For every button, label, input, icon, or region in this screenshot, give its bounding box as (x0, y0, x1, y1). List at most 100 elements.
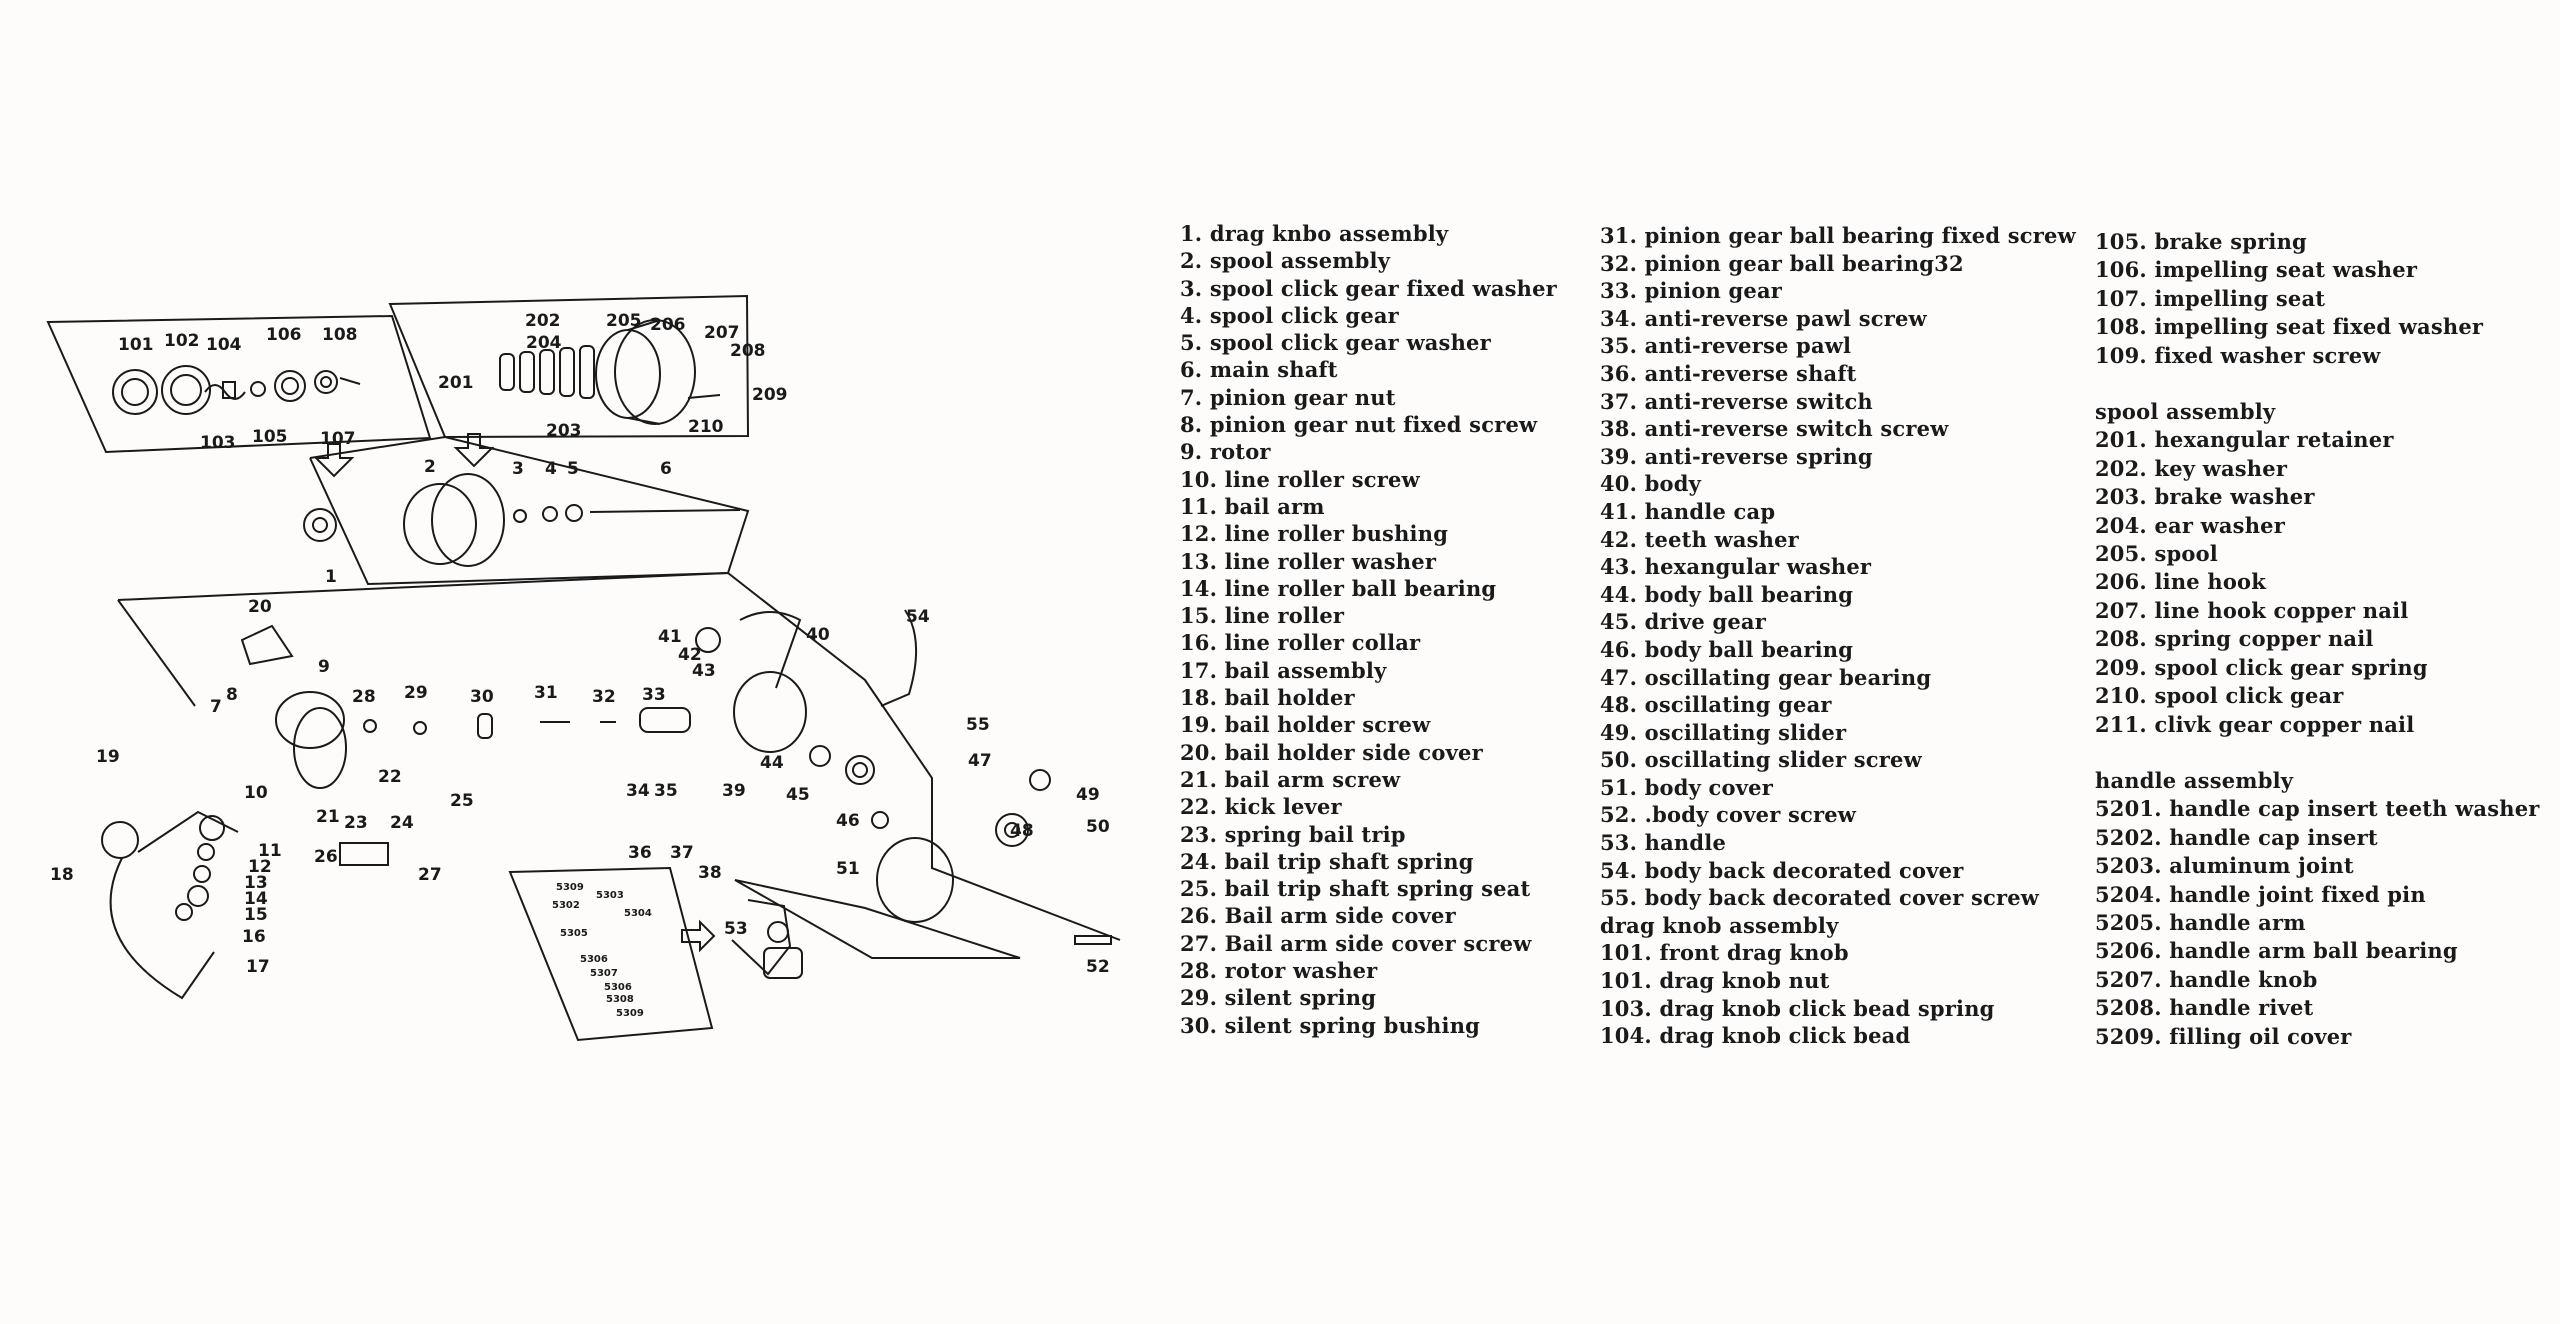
part-entry: 38. anti-reverse switch screw (1600, 416, 1949, 442)
svg-text:9: 9 (318, 657, 330, 677)
part-entry: 49. oscillating slider (1600, 719, 1847, 745)
svg-text:202: 202 (525, 311, 561, 331)
svg-text:206: 206 (650, 315, 686, 335)
part-entry: 108. impelling seat fixed washer (2095, 314, 2484, 340)
part-entry: 34. anti-reverse pawl screw (1600, 305, 1927, 331)
svg-text:54: 54 (906, 607, 930, 627)
section-heading: drag knob assembly (1600, 912, 1839, 938)
part-entry: 5203. aluminum joint (2095, 853, 2354, 879)
part-entry: 48. oscillating gear (1600, 692, 1832, 718)
svg-text:41: 41 (658, 627, 682, 647)
svg-text:5305: 5305 (560, 928, 588, 939)
shaft-row-frame (309, 435, 750, 586)
svg-text:34: 34 (626, 781, 650, 801)
part-entry: 22. kick lever (1180, 794, 1342, 820)
svg-text:22: 22 (378, 767, 402, 787)
part-entry: 37. anti-reverse switch (1600, 388, 1873, 414)
part-entry: 4. spool click gear (1180, 302, 1399, 328)
svg-text:5309: 5309 (616, 1008, 644, 1019)
svg-text:18: 18 (50, 865, 74, 885)
part-entry: 54. body back decorated cover (1600, 857, 1964, 883)
handle-inset-panel (508, 866, 714, 1042)
spool-assembly-panel (388, 294, 750, 439)
part-entry: 32. pinion gear ball bearing32 (1600, 250, 1964, 276)
part-entry: 27. Bail arm side cover screw (1180, 930, 1532, 956)
svg-text:6: 6 (660, 459, 672, 479)
part-entry: 7. pinion gear nut (1180, 384, 1396, 410)
part-entry: 5208. handle rivet (2095, 995, 2314, 1021)
svg-text:21: 21 (316, 807, 340, 827)
part-entry: 24. bail trip shaft spring (1180, 848, 1474, 874)
part-entry: 5202. handle cap insert (2095, 824, 2378, 850)
svg-text:27: 27 (418, 865, 442, 885)
part-entry: 2. spool assembly (1180, 248, 1391, 274)
part-entry: 5201. handle cap insert teeth washer (2095, 796, 2540, 822)
svg-text:207: 207 (704, 323, 740, 343)
svg-text:5302: 5302 (552, 900, 580, 911)
part-entry: 210. spool click gear (2095, 683, 2344, 709)
part-entry: 47. oscillating gear bearing (1600, 664, 1932, 690)
part-entry: 31. pinion gear ball bearing fixed screw (1600, 223, 2076, 248)
svg-text:33: 33 (642, 685, 666, 705)
part-entry: 52. .body cover screw (1600, 802, 1857, 828)
svg-text:40: 40 (806, 625, 830, 645)
svg-text:48: 48 (1010, 821, 1034, 841)
part-entry: 209. spool click gear spring (2095, 654, 2428, 680)
svg-text:5304: 5304 (624, 908, 652, 919)
part-entry: 204. ear washer (2095, 512, 2286, 538)
part-entry: 51. body cover (1600, 774, 1773, 800)
part-entry: 208. spring copper nail (2095, 626, 2374, 652)
part-entry: 5207. handle knob (2095, 966, 2318, 992)
part-entry: 25. bail trip shaft spring seat (1180, 876, 1531, 902)
svg-text:5309: 5309 (556, 882, 584, 893)
part-entry: 20. bail holder side cover (1180, 739, 1483, 765)
svg-text:49: 49 (1076, 785, 1100, 805)
svg-text:7: 7 (210, 697, 222, 717)
svg-text:210: 210 (688, 417, 724, 437)
svg-text:2: 2 (424, 457, 436, 477)
part-entry: 5209. filling oil cover (2095, 1023, 2352, 1049)
svg-text:26: 26 (314, 847, 338, 867)
part-entry: 35. anti-reverse pawl (1600, 333, 1852, 359)
svg-text:16: 16 (242, 927, 266, 947)
part-entry: 23. spring bail trip (1180, 821, 1406, 847)
part-entry: 202. key washer (2095, 455, 2288, 481)
part-entry: 44. body ball bearing (1600, 581, 1854, 607)
svg-text:3: 3 (512, 459, 524, 479)
svg-text:104: 104 (206, 335, 242, 355)
svg-text:4: 4 (545, 459, 557, 479)
svg-text:24: 24 (390, 813, 414, 833)
part-entry: 103. drag knob click bead spring (1600, 995, 1995, 1021)
part-entry: 13. line roller washer (1180, 548, 1437, 574)
part-entry: 39. anti-reverse spring (1600, 443, 1873, 469)
part-entry: 6. main shaft (1180, 357, 1338, 383)
part-entry: 101. drag knob nut (1600, 968, 1830, 994)
part-entry: 53. handle (1600, 830, 1727, 856)
svg-text:55: 55 (966, 715, 990, 735)
part-entry: 9. rotor (1180, 439, 1271, 465)
svg-text:52: 52 (1086, 957, 1110, 977)
part-entry: 42. teeth washer (1600, 526, 1799, 552)
svg-text:53: 53 (724, 919, 748, 939)
part-entry: 29. silent spring (1180, 985, 1377, 1011)
part-entry: 17. bail assembly (1180, 657, 1387, 683)
part-entry: 104. drag knob click bead (1600, 1023, 1911, 1049)
svg-text:20: 20 (248, 597, 272, 617)
svg-text:5306: 5306 (580, 954, 608, 965)
svg-text:204: 204 (526, 333, 562, 353)
svg-text:50: 50 (1086, 817, 1110, 837)
svg-text:32: 32 (592, 687, 616, 707)
svg-text:1: 1 (325, 567, 337, 587)
part-entry: 16. line roller collar (1180, 630, 1421, 656)
part-entry: 15. line roller (1180, 603, 1345, 629)
part-entry: 1. drag knbo assembly (1180, 221, 1449, 246)
part-entry: 28. rotor washer (1180, 958, 1378, 984)
part-entry: 18. bail holder (1180, 685, 1355, 711)
part-entry: 12. line roller bushing (1180, 521, 1449, 547)
svg-text:203: 203 (546, 421, 582, 441)
section-heading: spool assembly (2095, 399, 2276, 425)
part-entry: 43. hexangular washer (1600, 554, 1872, 580)
